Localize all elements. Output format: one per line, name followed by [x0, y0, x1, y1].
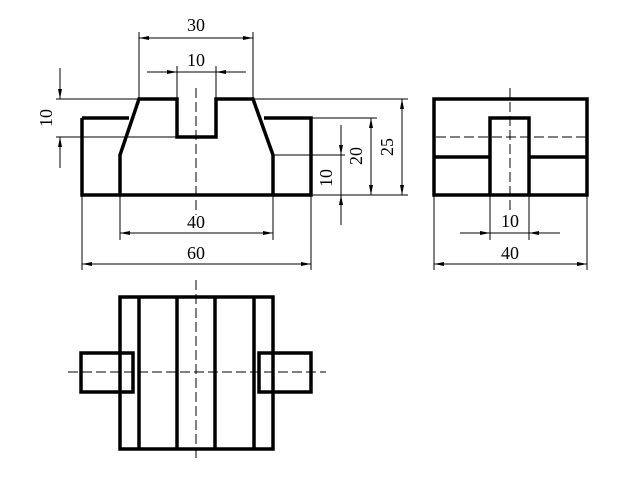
dim-slot-width: 10	[147, 50, 246, 99]
dim-label: 30	[187, 15, 205, 35]
dim-label: 10	[316, 169, 336, 187]
side-view: 10 40	[432, 88, 589, 270]
dim-lower-height: 10	[316, 125, 343, 225]
dim-slot-depth: 10	[36, 68, 177, 168]
dim-label: 60	[187, 243, 205, 263]
dim-chamfer-base: 40	[119, 195, 274, 240]
dim-label: 20	[346, 147, 366, 165]
dim-label: 40	[187, 212, 205, 232]
dim-label: 10	[501, 211, 519, 231]
side-slot	[434, 116, 587, 195]
dim-label: 25	[377, 138, 397, 156]
dim-side-slot-width: 10	[460, 195, 560, 240]
dim-side-width: 40	[433, 195, 588, 270]
dim-top-width: 30	[138, 15, 254, 99]
dim-total-height: 25	[377, 99, 404, 195]
front-view: 30 10 10 40 60	[36, 15, 408, 270]
top-inner-lines	[137, 297, 256, 449]
dim-total-width: 60	[81, 195, 312, 270]
dim-label: 40	[501, 243, 519, 263]
dim-label: 10	[187, 50, 205, 70]
dim-side-height: 20	[346, 118, 373, 195]
dim-label: 10	[36, 109, 56, 127]
top-view	[68, 280, 326, 462]
